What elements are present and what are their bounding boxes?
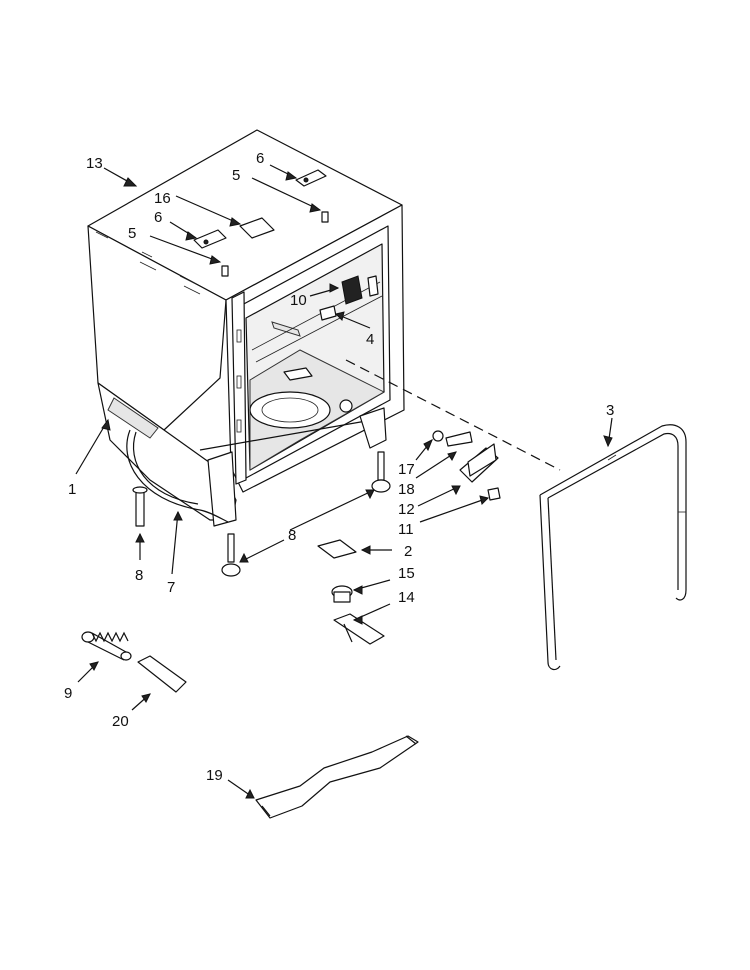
callout-9: 9 — [64, 685, 72, 702]
callout-4: 4 — [366, 331, 374, 348]
callout-2: 2 — [404, 543, 412, 560]
bracket-hardware — [432, 430, 501, 501]
tub-assembly — [87, 129, 405, 527]
leveling-legs — [132, 451, 391, 577]
base-plate-part — [255, 735, 419, 819]
spring-part — [81, 631, 132, 661]
alignment-line — [345, 359, 561, 471]
callout-8-center: 8 — [288, 527, 296, 544]
callout-1: 1 — [68, 481, 76, 498]
callout-19: 19 — [206, 767, 223, 784]
leader-lines — [75, 164, 613, 799]
callout-18: 18 — [398, 481, 415, 498]
callout-6-left: 6 — [154, 209, 162, 226]
callout-11: 11 — [398, 521, 414, 538]
callout-5-left: 5 — [128, 225, 136, 242]
arrowheads — [89, 171, 613, 799]
thermostat-bracket — [331, 585, 385, 645]
callout-5-top: 5 — [232, 167, 240, 184]
callout-10: 10 — [290, 292, 307, 309]
callout-6-top: 6 — [256, 150, 264, 167]
callout-17: 17 — [398, 461, 415, 478]
callout-16: 16 — [154, 190, 171, 207]
callout-12: 12 — [398, 501, 415, 518]
foot-pad-part — [137, 655, 187, 693]
pad-part — [317, 539, 357, 559]
callout-20: 20 — [112, 713, 129, 730]
callout-13: 13 — [86, 155, 103, 172]
callout-8-left: 8 — [135, 567, 143, 584]
callout-7: 7 — [167, 579, 175, 596]
callout-14: 14 — [398, 589, 415, 606]
callout-15: 15 — [398, 565, 415, 582]
callout-3: 3 — [606, 402, 614, 419]
callout-labels: 13 6 5 16 6 5 10 4 3 17 18 12 11 1 8 8 7… — [64, 150, 614, 784]
door-gasket-part — [539, 424, 687, 671]
